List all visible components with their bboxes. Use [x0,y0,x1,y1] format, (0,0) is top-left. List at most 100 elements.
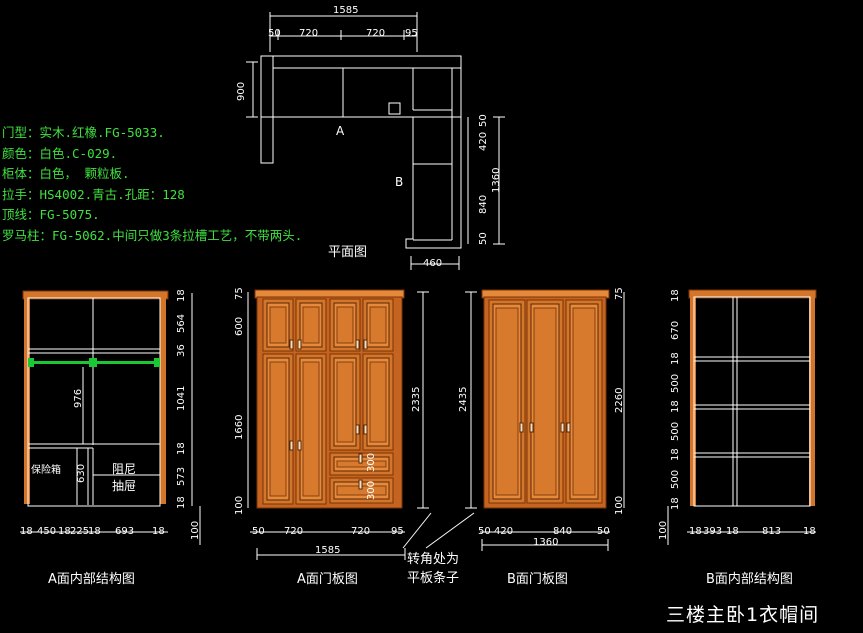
plan-dims: 1585 50 720 720 95 900 50 420 1360 840 5… [236,5,502,269]
svg-text:18: 18 [670,352,681,365]
svg-text:693: 693 [115,526,134,537]
svg-text:50: 50 [478,526,491,537]
door-handle [529,422,534,433]
caption-a-door: A面门板图 [297,572,358,587]
svg-text:50: 50 [478,232,489,245]
svg-text:630: 630 [76,464,87,483]
svg-text:18: 18 [176,496,187,509]
svg-text:18: 18 [670,400,681,413]
svg-text:18: 18 [88,526,101,537]
note-cabinet: 柜体：白色， 颗粒板. [2,166,130,182]
caption-b-inner: B面内部结构图 [706,572,793,587]
svg-text:18: 18 [670,497,681,510]
svg-text:460: 460 [423,258,442,269]
svg-text:720: 720 [284,526,303,537]
svg-text:18: 18 [152,526,165,537]
plan-label-b: B [395,175,403,189]
door-handle [363,424,368,435]
note-handle: 拉手：HS4002.青古.孔距：128 [2,186,185,202]
caption-a-inner: A面内部结构图 [48,572,135,587]
door-handle [355,339,360,350]
svg-text:18: 18 [670,448,681,461]
svg-text:1585: 1585 [315,545,340,556]
svg-text:100: 100 [614,496,625,515]
plan-title: 平面图 [328,245,367,260]
svg-text:300: 300 [366,453,377,472]
svg-text:225: 225 [70,526,89,537]
door-handle [355,424,360,435]
svg-text:393: 393 [703,526,722,537]
svg-text:300: 300 [366,481,377,500]
plan-view [246,12,505,270]
svg-text:573: 573 [176,467,187,486]
svg-text:2435: 2435 [458,387,469,412]
svg-text:18: 18 [803,526,816,537]
plan-dim-total: 1585 [333,5,358,16]
plan-outline [260,55,462,249]
svg-text:抽屉: 抽屉 [112,479,136,493]
note-crown: 顶线：FG-5075. [2,207,100,223]
svg-text:720: 720 [351,526,370,537]
note-column: 罗马柱：FG-5062.中间只做3条拉槽工艺，不带两头. [2,227,303,243]
svg-text:670: 670 [670,321,681,340]
svg-text:1360: 1360 [491,168,502,193]
safe-label: 保险箱 [31,463,61,476]
svg-text:阻尼: 阻尼 [112,462,136,476]
svg-text:564: 564 [176,314,187,333]
svg-text:2335: 2335 [411,387,422,412]
note-door-type: 门型：实木.红橡.FG-5033. [2,125,165,140]
material-notes: 门型：实木.红橡.FG-5033. 颜色：白色.C-029. 柜体：白色， 颗粒… [2,123,302,247]
svg-text:36: 36 [176,344,187,357]
door-handle [566,422,571,433]
svg-text:100: 100 [234,496,245,515]
door-handle [560,422,565,433]
plan-label-a: A [336,124,345,138]
door-handle [363,339,368,350]
svg-text:18: 18 [176,289,187,302]
svg-text:900: 900 [236,82,247,101]
svg-text:18: 18 [58,526,71,537]
svg-text:18: 18 [20,526,33,537]
svg-text:420: 420 [494,526,513,537]
svg-text:50: 50 [252,526,265,537]
svg-text:50: 50 [268,28,281,39]
door-handle [358,479,363,490]
door-handle [358,453,363,464]
caption-b-door: B面门板图 [507,572,568,587]
svg-text:500: 500 [670,374,681,393]
svg-text:450: 450 [37,526,56,537]
note-color: 颜色：白色.C-029. [2,145,118,161]
b-door-panels [488,299,603,504]
svg-text:2260: 2260 [614,388,625,413]
svg-text:600: 600 [234,317,245,336]
svg-text:100: 100 [190,521,201,540]
svg-text:75: 75 [614,287,625,300]
svg-text:840: 840 [478,195,489,214]
view-a-inner: 18 564 36 1041 18 573 18 976 630 18 450 … [20,289,201,545]
svg-text:50: 50 [597,526,610,537]
svg-text:500: 500 [670,422,681,441]
svg-text:50: 50 [478,114,489,127]
svg-text:75: 75 [234,287,245,300]
door-handle [297,440,302,451]
svg-text:18: 18 [726,526,739,537]
svg-text:1041: 1041 [176,386,187,411]
svg-text:720: 720 [366,28,385,39]
drawing-title: 三楼主卧1衣帽间 [666,604,820,626]
svg-text:平板条子: 平板条子 [407,570,459,586]
view-b-door: 2435 75 2260 100 50 420 840 50 1360 [458,287,625,551]
svg-text:813: 813 [762,526,781,537]
door-handle [289,440,294,451]
view-a-door: 75 600 1660 100 2335 50 720 720 95 1585 … [234,287,475,586]
svg-text:95: 95 [391,526,404,537]
door-handle [289,339,294,350]
svg-text:840: 840 [553,526,572,537]
svg-text:500: 500 [670,470,681,489]
svg-text:100: 100 [658,521,669,540]
svg-text:转角处为: 转角处为 [407,552,459,567]
door-handle [297,339,302,350]
svg-text:18: 18 [176,442,187,455]
svg-text:1660: 1660 [234,415,245,440]
svg-text:18: 18 [670,289,681,302]
